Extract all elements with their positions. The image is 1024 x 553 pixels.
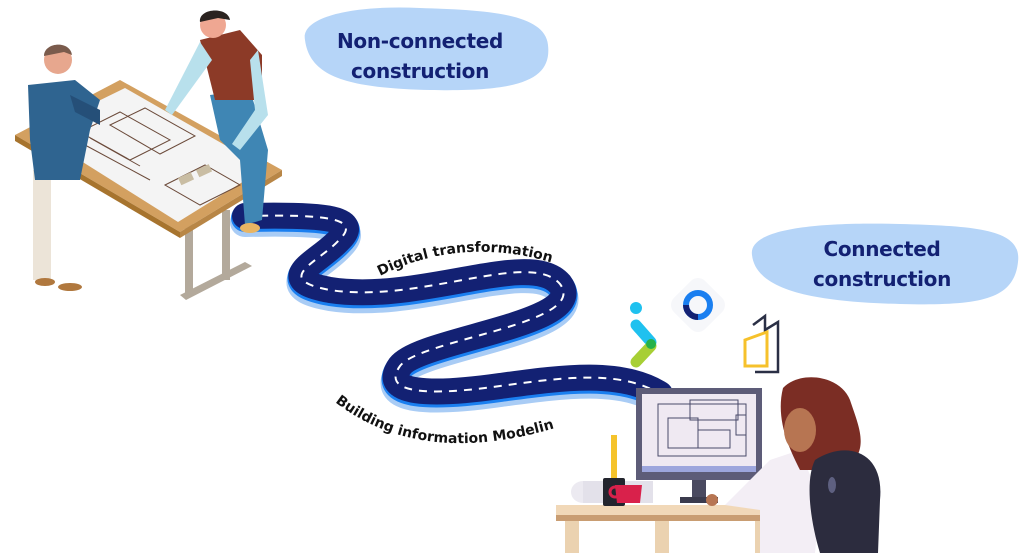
bubble-non-connected-line2: construction xyxy=(350,59,490,83)
buildings-logo-icon xyxy=(743,313,780,374)
desk-scene xyxy=(556,377,881,553)
bubble-connected xyxy=(751,223,1019,305)
ring-logo-icon xyxy=(671,278,725,332)
drafting-table-scene xyxy=(15,10,282,300)
i-chevron-logo-icon xyxy=(630,302,657,368)
bubble-non-connected-text: Non-connected construction xyxy=(310,26,530,86)
bubble-connected-line2: construction xyxy=(812,267,952,291)
bubble-non-connected xyxy=(304,7,549,91)
floor-plan-drawing xyxy=(657,399,747,457)
road-dashes xyxy=(244,214,661,395)
winding-road xyxy=(230,202,675,415)
bubble-connected-text: Connected construction xyxy=(762,234,1002,294)
bubble-non-connected-line1: Non-connected xyxy=(336,29,504,53)
bubble-connected-line1: Connected xyxy=(823,237,941,261)
